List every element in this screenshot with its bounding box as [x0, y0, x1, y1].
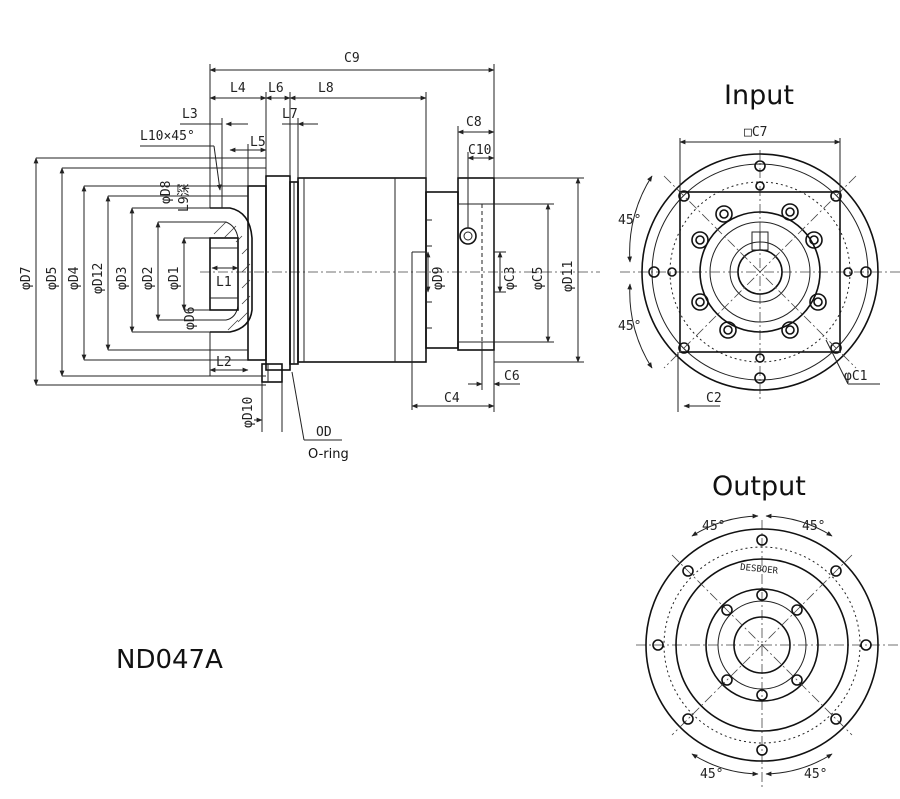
side-view: C9 L4 L6 L8 L3 L7 L10×45° L5 C8 C10 φD8 … [19, 51, 600, 462]
dim-d12: φD12 [91, 263, 106, 294]
dim-c4: C4 [444, 391, 460, 406]
dim-c6: C6 [504, 369, 520, 384]
dim-c2: C2 [706, 391, 722, 406]
dim-od: OD [316, 425, 332, 440]
dim-l3: L3 [182, 107, 198, 122]
input-title: Input [724, 80, 794, 111]
dim-l7: L7 [282, 107, 298, 122]
dim-d5: φD5 [45, 267, 60, 290]
dim-l8: L8 [318, 81, 334, 96]
dim-l6: L6 [268, 81, 284, 96]
dim-l4: L4 [230, 81, 246, 96]
input-view: Input [618, 80, 900, 412]
output-view: Output DESBOER [636, 471, 900, 790]
dim-c10: C10 [468, 143, 491, 158]
dim-d8: φD8 [159, 181, 174, 204]
input-angle-bottom: 45° [618, 319, 641, 334]
dim-c1: φC1 [844, 369, 867, 384]
dim-c8: C8 [466, 115, 482, 130]
input-angle-top: 45° [618, 213, 641, 228]
dim-d6: φD6 [183, 307, 198, 330]
dim-d9: φD9 [431, 267, 446, 290]
dim-l1: L1 [216, 275, 232, 290]
dim-d7: φD7 [19, 267, 34, 290]
dim-c9: C9 [344, 51, 360, 66]
model-number: ND047A [116, 645, 223, 675]
dim-d11: φD11 [561, 261, 576, 292]
dim-d1: φD1 [167, 267, 182, 290]
output-angle-tl: 45° [702, 519, 725, 534]
dim-c3: φC3 [503, 267, 518, 290]
dim-d4: φD4 [67, 266, 82, 290]
dim-d10: φD10 [241, 397, 256, 428]
brand-mark: DESBOER [740, 563, 779, 577]
dim-c5: φC5 [531, 267, 546, 290]
dim-l9: L9深 [177, 183, 192, 212]
output-title: Output [712, 471, 806, 502]
dim-d2: φD2 [141, 267, 156, 290]
dim-l2: L2 [216, 355, 232, 370]
output-angle-br: 45° [804, 767, 827, 782]
output-angle-bl: 45° [700, 767, 723, 782]
oring-label: O-ring [308, 447, 349, 462]
dim-l5: L5 [250, 135, 266, 150]
dim-d3: φD3 [115, 267, 130, 290]
dim-l10x45: L10×45° [140, 129, 195, 144]
output-angle-tr: 45° [802, 519, 825, 534]
dim-c7: □C7 [744, 125, 767, 140]
